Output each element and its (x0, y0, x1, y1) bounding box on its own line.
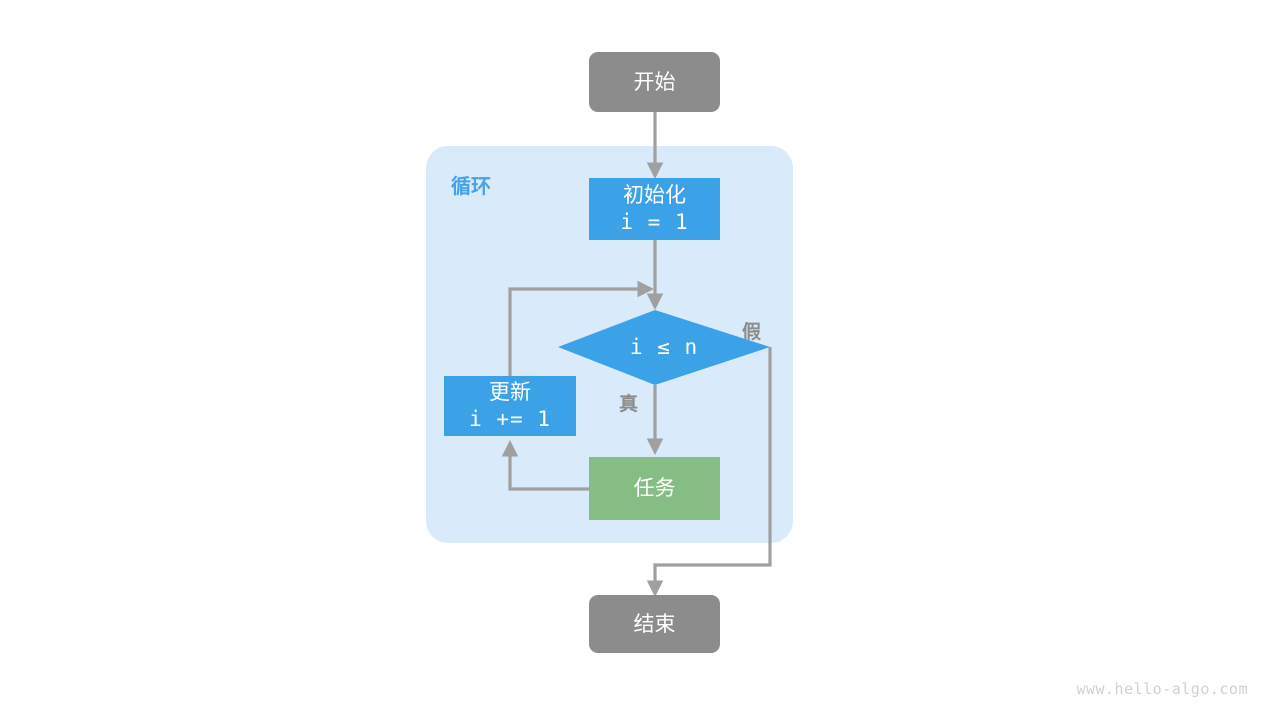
edge-task-to-update (501, 440, 589, 491)
node-condition[interactable] (558, 310, 770, 385)
node-task[interactable] (589, 457, 720, 520)
node-end[interactable] (589, 595, 720, 653)
node-update[interactable] (444, 376, 576, 436)
edge-cond-false-to-end (646, 347, 772, 597)
edge-update-to-cond (508, 280, 654, 376)
node-start[interactable] (589, 52, 720, 112)
node-init[interactable] (589, 178, 720, 240)
watermark: www.hello-algo.com (1076, 680, 1248, 698)
